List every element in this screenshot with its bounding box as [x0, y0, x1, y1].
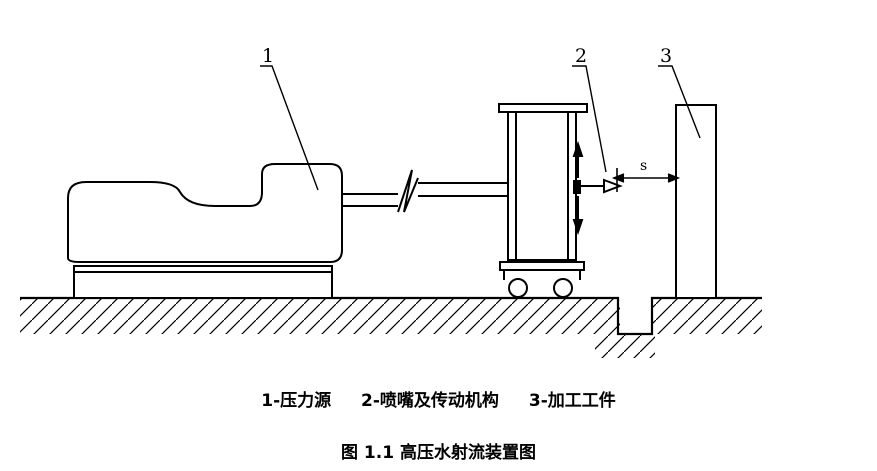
- wheel-right: [553, 278, 573, 298]
- ground: [20, 296, 762, 358]
- leader-lines: [260, 65, 701, 191]
- wheel-left: [508, 278, 528, 298]
- label-1: 1: [262, 45, 274, 67]
- pit-opening: [621, 300, 649, 332]
- cabinet-top-plate: [498, 103, 588, 113]
- carriage-plate: [499, 261, 585, 271]
- distance-dimension: [611, 168, 681, 192]
- pipe-break-symbol: [397, 169, 419, 213]
- nozzle-mechanism: [498, 103, 623, 298]
- legend: 1-压力源 2-喷嘴及传动机构 3-加工工件: [0, 386, 877, 411]
- figure-title: 图 1.1 高压水射流装置图: [341, 443, 536, 463]
- motion-arrow-up-head: [572, 140, 584, 157]
- legend-item-1: 1-压力源: [261, 391, 332, 411]
- ground-hatch-left: [20, 298, 620, 334]
- distance-label: s: [640, 158, 647, 174]
- cabinet-body: [507, 111, 577, 261]
- nozzle-tip: [603, 178, 623, 194]
- legend-item-2: 2-喷嘴及传动机构: [361, 391, 499, 411]
- label-2: 2: [575, 45, 587, 67]
- pressure-source: [67, 163, 343, 299]
- pipe: [342, 169, 508, 213]
- pressure-source-base: [73, 265, 333, 299]
- nozzle-mount: [573, 180, 581, 194]
- motion-arrow-down-head: [572, 219, 584, 236]
- legend-item-3: 3-加工工件: [528, 391, 616, 411]
- pressure-source-body: [67, 163, 343, 263]
- label-3: 3: [660, 45, 672, 67]
- workpiece: [675, 104, 717, 299]
- water-jet-device-diagram: s 1 2 3: [20, 45, 762, 358]
- ground-hatch-right: [652, 298, 762, 334]
- pit-hatch: [595, 334, 655, 358]
